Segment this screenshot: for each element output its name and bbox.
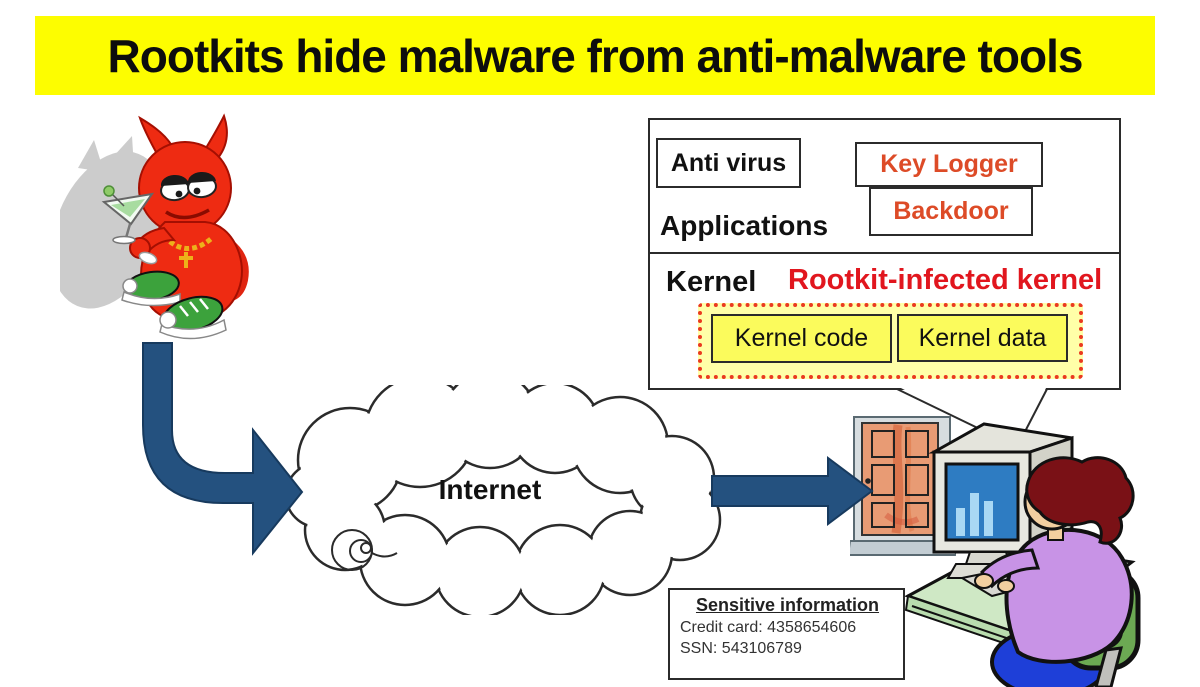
kernel-data-box: Kernel data [897,314,1068,362]
cloud-swirl [331,529,398,571]
sensitive-info-box: Sensitive information Credit card: 43586… [668,588,905,680]
devil-sneaker-left [121,270,181,307]
slide-title: Rootkits hide malware from anti-malware … [107,29,1084,82]
anti-virus-box: Anti virus [656,138,801,188]
devil-smile [165,208,210,220]
user-kernel-divider [648,252,1121,254]
kernel-code-box: Kernel code [711,314,892,363]
devil-mascot-icon [60,113,249,340]
devil-cross-pendant [179,252,193,268]
backdoor-box: Backdoor [869,187,1033,236]
backdoor-label: Backdoor [893,197,1009,225]
ssn-line: SSN: 543106789 [680,640,802,657]
applications-label: Applications [660,210,829,241]
chair-pole [1094,646,1124,687]
door-knob [865,478,871,484]
credit-card-line: Credit card: 4358654606 [680,619,857,636]
curved-arrow-icon [142,342,304,556]
computer-user-woman [974,456,1141,687]
devil-sneaker-right [159,295,227,340]
title-banner: Rootkits hide malware from anti-malware … [35,16,1155,95]
sensitive-info-heading: Sensitive information [695,595,880,615]
devil-shadow [60,136,166,309]
martini-glass-icon [101,185,155,245]
kernel-code-label: Kernel code [734,324,869,352]
screen-bar-chart [956,493,993,536]
internet-cloud-icon [285,385,722,615]
devil-eyes [160,171,217,202]
anti-virus-label: Anti virus [670,148,787,177]
right-arrow-icon [711,456,874,526]
key-logger-box: Key Logger [855,142,1043,187]
victim-computer-user-icon [904,422,1141,687]
kernel-data-label: Kernel data [918,323,1047,352]
internet-label: Internet [438,474,542,505]
arm [980,548,1041,589]
devil-horn-left [138,115,174,154]
key-logger-label: Key Logger [880,150,1018,178]
hand [997,579,1015,593]
devil-horn-right [204,113,228,160]
devil-gold-chain [162,234,214,251]
hand [974,573,994,589]
devil-cuff [138,251,158,265]
door-sill [850,540,956,556]
door-panels [871,430,929,528]
rootkit-infected-label: Rootkit-infected kernel [788,264,1103,296]
kernel-label: Kernel [666,266,757,298]
hair-bun [1025,456,1135,545]
